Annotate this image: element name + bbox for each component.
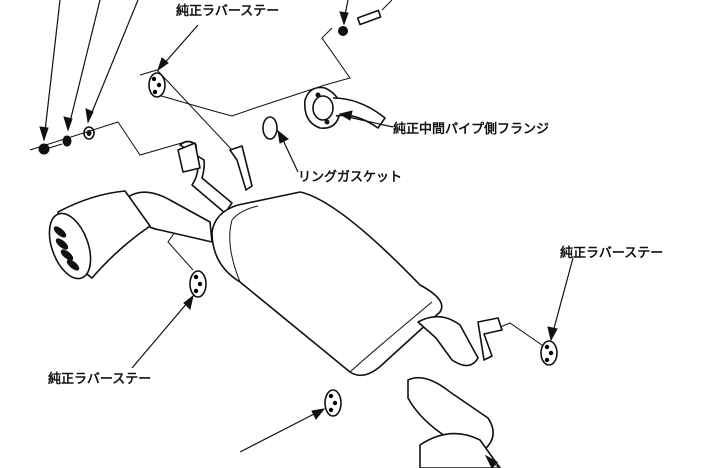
muffler-body: [211, 191, 443, 377]
left-tailpipe: [48, 190, 213, 280]
rubber-stay-bottom-part: [324, 389, 342, 417]
rubber-stay-right-part: [540, 340, 558, 366]
label-mid-pipe-flange: 純正中間パイプ側フランジ: [393, 121, 549, 137]
top-left-leaders: [39, 0, 139, 142]
label-leaders: [131, 24, 574, 468]
ring-gasket-part: [262, 116, 278, 140]
right-outlet-pipe: [407, 315, 503, 468]
top-bolt: [338, 0, 393, 36]
rubber-stay-left-part: [189, 270, 207, 298]
guide-line-hardware: [29, 121, 186, 156]
guide-line-top-stay: [139, 69, 233, 151]
guide-line-right-stay: [497, 322, 553, 353]
inlet-pipe: [177, 140, 253, 214]
label-rubber-stay-left: 純正ラバーステー: [48, 371, 151, 387]
label-ring-gasket: リングガスケット: [298, 169, 402, 185]
rubber-stay-top-part: [148, 72, 166, 98]
label-rubber-stay-right: 純正ラバーステー: [560, 245, 663, 261]
guide-line-flange: [157, 27, 351, 117]
label-rubber-stay-top: 純正ラバーステー: [176, 3, 279, 19]
